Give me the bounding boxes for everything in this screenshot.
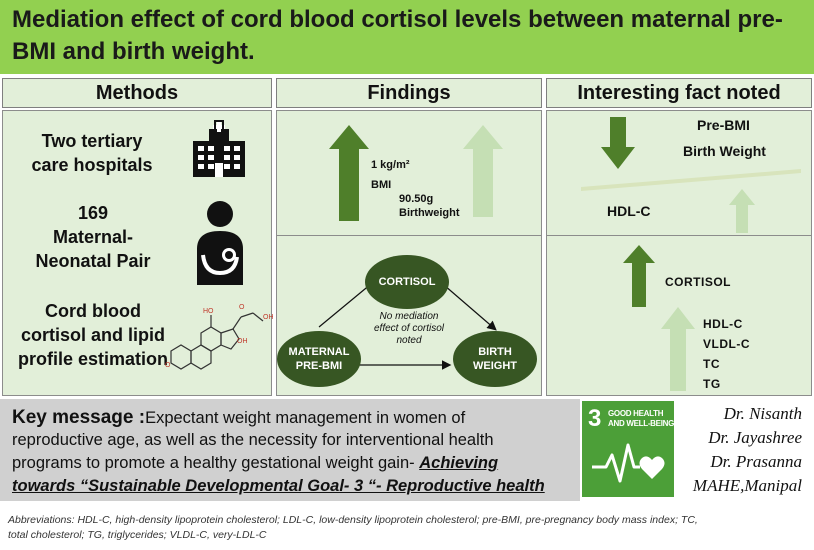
title-line-1: Mediation effect of cord blood cortisol …: [12, 6, 783, 33]
bmi-up-arrow-icon: [329, 125, 369, 221]
methods-item3-line1: Cord blood: [45, 301, 141, 321]
abbreviations-line-1: Abbreviations: HDL-C, high-density lipop…: [8, 514, 698, 526]
maternal-node-line2: PRE-BMI: [295, 360, 343, 372]
lipids-up-arrow-icon: [661, 307, 695, 391]
hdlc-down-arrow-icon: [601, 117, 635, 169]
key-line3-bold: Achieving: [419, 454, 499, 472]
mother-child-icon: [197, 201, 243, 285]
key-line1-text: Expectant weight management in women of: [145, 409, 466, 427]
methods-item1-line1: Two tertiary: [41, 131, 143, 151]
interesting-cortisol: CORTISOL: [665, 275, 731, 289]
findings-divider: [277, 235, 541, 236]
bmi-label: BMI: [371, 179, 392, 191]
lipid-tc: TC: [703, 357, 720, 371]
association-line: [581, 169, 801, 191]
methods-item2-line3: Neonatal Pair: [35, 251, 151, 271]
methods-item2-line2: Maternal-: [52, 227, 133, 247]
interesting-hdlc: HDL-C: [607, 203, 651, 219]
heartbeat-heart-icon: [592, 443, 665, 483]
svg-text:O: O: [165, 362, 171, 369]
author-2: Dr. Jayashree: [708, 428, 802, 447]
methods-estimation-text: Cord blood cortisol and lipid profile es…: [7, 299, 179, 371]
interesting-birthweight: Birth Weight: [683, 143, 766, 159]
interesting-divider: [547, 235, 811, 236]
key-line-4: towards “Sustainable Developmental Goal-…: [12, 477, 545, 495]
birth-weight-node: BIRTH WEIGHT: [453, 331, 537, 387]
key-message-box: Key message :Expectant weight management…: [0, 399, 580, 501]
svg-text:OH: OH: [237, 338, 248, 345]
sdg-title-line2: AND WELL-BEING: [608, 419, 675, 428]
birthweight-small-up-arrow-icon: [729, 189, 755, 233]
interesting-panel: Pre-BMI Birth Weight HDL-C CORTISOL HDL-…: [546, 110, 812, 396]
svg-text:O: O: [239, 304, 245, 311]
key-line-3: programs to promote a healthy gestationa…: [12, 454, 498, 473]
findings-panel: 1 kg/m² BMI 90.50g Birthweight CORTISOL …: [276, 110, 542, 396]
methods-panel: Two tertiary care hospitals 169 Maternal…: [2, 110, 273, 396]
note-line1: No mediation: [379, 311, 439, 322]
bmi-value: 1 kg/m²: [371, 159, 410, 171]
maternal-node-line1: MATERNAL: [288, 346, 350, 358]
methods-pairs-text: 169 Maternal- Neonatal Pair: [13, 201, 173, 273]
birth-node-line2: WEIGHT: [473, 360, 517, 372]
title-line-2: BMI and birth weight.: [12, 38, 255, 65]
author-affiliation: MAHE,Manipal: [692, 476, 802, 495]
lipid-tg: TG: [703, 377, 721, 391]
author-3: Dr. Prasanna: [710, 452, 802, 471]
cortisol-molecule-icon: O O OH HO OH: [165, 304, 273, 370]
birth-node-line1: BIRTH: [478, 346, 512, 358]
sdg-number: 3: [588, 405, 602, 432]
methods-item2-line1: 169: [77, 203, 109, 223]
methods-header: Methods: [2, 78, 272, 108]
cortisol-up-arrow-icon: [623, 245, 655, 307]
title-bar: Mediation effect of cord blood cortisol …: [0, 0, 814, 74]
author-1: Dr. Nisanth: [723, 404, 802, 423]
methods-item1-line2: care hospitals: [31, 155, 153, 175]
birthweight-up-arrow-icon: [463, 125, 503, 217]
svg-text:HO: HO: [203, 308, 214, 315]
abbreviations-line-2: total cholesterol; TG, triglycerides; VL…: [8, 529, 267, 541]
interesting-header: Interesting fact noted: [546, 78, 812, 108]
key-line-2: reproductive age, as well as the necessi…: [12, 431, 494, 449]
interesting-prebmi: Pre-BMI: [697, 117, 750, 133]
key-line3-text: programs to promote a healthy gestationa…: [12, 454, 420, 472]
methods-hospitals-text: Two tertiary care hospitals: [17, 129, 167, 177]
hospital-icon: [193, 120, 245, 177]
cortisol-node: CORTISOL: [365, 255, 449, 309]
maternal-prebmi-node: MATERNAL PRE-BMI: [277, 331, 361, 387]
note-line2: effect of cortisol: [373, 323, 445, 334]
sdg3-tile: 3 GOOD HEALTH AND WELL-BEING: [582, 401, 674, 497]
findings-header: Findings: [276, 78, 542, 108]
methods-item3-line3: profile estimation: [17, 349, 169, 369]
sdg-title: GOOD HEALTH AND WELL-BEING: [608, 409, 674, 429]
no-mediation-note: No mediation effect of cortisol noted: [349, 311, 469, 347]
lipid-hdlc: HDL-C: [703, 317, 743, 331]
lipid-vldlc: VLDL-C: [703, 337, 750, 351]
birthweight-value: 90.50g: [399, 193, 434, 205]
key-line-1: Key message :Expectant weight management…: [12, 407, 465, 429]
sdg-title-line1: GOOD HEALTH: [608, 409, 664, 418]
birthweight-label: Birthweight: [399, 207, 460, 219]
methods-item3-line2: cortisol and lipid: [20, 325, 165, 345]
key-label: Key message :: [12, 407, 146, 428]
svg-text:OH: OH: [263, 314, 273, 321]
note-line3: noted: [396, 335, 422, 346]
